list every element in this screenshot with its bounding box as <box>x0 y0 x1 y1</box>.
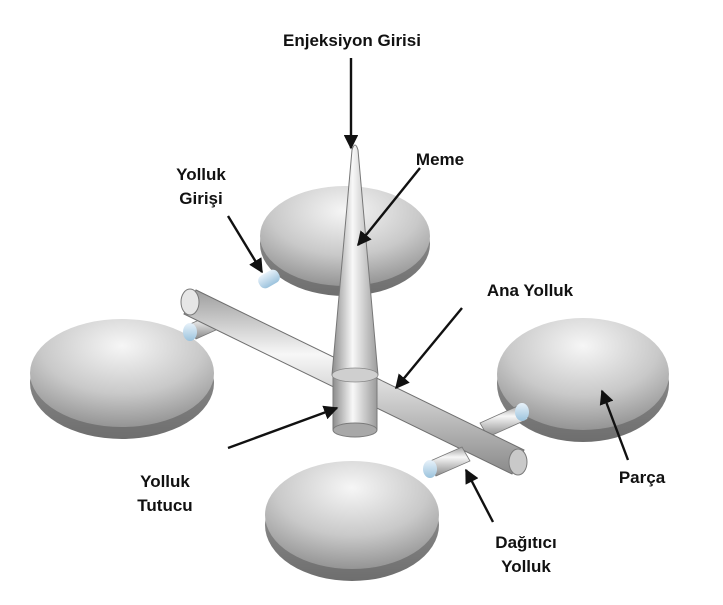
arrow-runner-entry <box>228 216 262 272</box>
label-holder-line1: Yolluk <box>140 472 190 491</box>
gate-bottom <box>423 447 470 478</box>
label-runner-entry-line2: Girişi <box>179 189 222 208</box>
label-part: Parça <box>619 468 666 487</box>
label-injection-entry: Enjeksiyon Girisi <box>283 31 421 50</box>
arrow-main-runner <box>396 308 462 388</box>
label-holder-line2: Tutucu <box>137 496 192 515</box>
arrow-distributor <box>466 470 493 522</box>
arrow-holder <box>228 408 337 448</box>
label-nozzle: Meme <box>416 150 464 169</box>
label-distributor-line2: Yolluk <box>501 557 551 576</box>
label-main-runner: Ana Yolluk <box>487 281 574 300</box>
label-distributor-line1: Dağıtıcı <box>495 533 556 552</box>
part-right <box>497 318 669 442</box>
part-bottom <box>265 461 439 581</box>
label-runner-entry-line1: Yolluk <box>176 165 226 184</box>
